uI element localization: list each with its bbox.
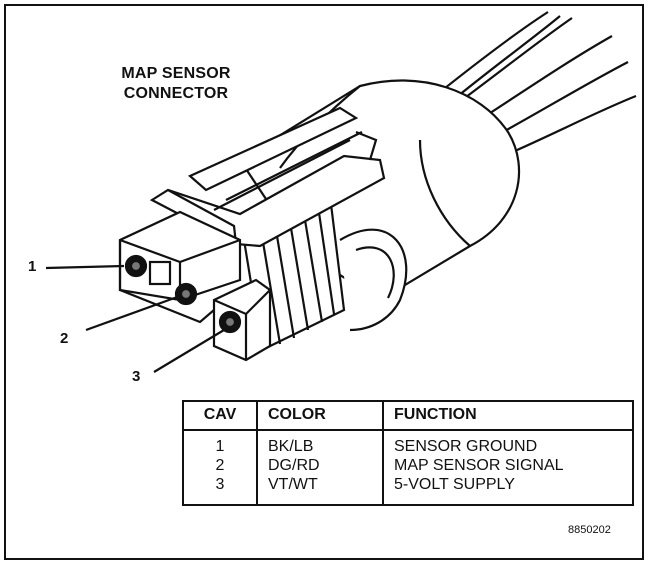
title-line-2: CONNECTOR [123,85,229,102]
table-header-row: CAV COLOR FUNCTION [183,401,633,431]
terminal-block-upper [118,210,242,324]
callout-3: 3 [132,368,141,385]
cell-cav: 2 [183,456,258,475]
cell-color: VT/WT [257,475,384,505]
cell-cav: 3 [183,475,258,505]
cell-function: 5-VOLT SUPPLY [394,476,515,493]
cell-color: DG/RD [257,456,384,475]
figure-code: 8850202 [568,524,611,536]
table-row: 3 VT/WT 5-VOLT SUPPLY [183,475,633,505]
header-function: FUNCTION [383,401,633,431]
callout-2: 2 [60,330,69,347]
cell-function: SENSOR GROUND [394,438,538,455]
cell-function: MAP SENSOR SIGNAL [394,457,564,474]
diagram-title: MAP SENSOR CONNECTOR [96,64,256,104]
header-color: COLOR [257,401,384,431]
table-row: 2 DG/RD MAP SENSOR SIGNAL [183,456,633,475]
table-row: 1 BK/LB SENSOR GROUND [183,430,633,456]
callout-1: 1 [28,258,37,275]
title-line-1: MAP SENSOR [121,65,231,82]
cell-color: BK/LB [257,430,384,456]
callout-leaders [45,264,225,373]
cavity-table: CAV COLOR FUNCTION 1 BK/LB SENSOR GROUND… [182,400,634,506]
cell-cav: 1 [183,430,258,456]
header-cav: CAV [183,401,258,431]
terminal-block-lower [212,278,272,362]
